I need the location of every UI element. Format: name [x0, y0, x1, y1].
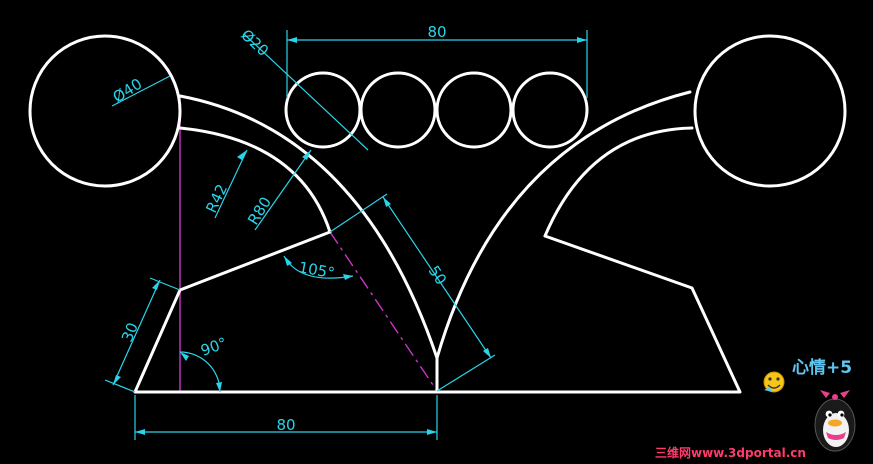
diagonal-centerline: [329, 231, 438, 392]
right-base-outline: [435, 234, 742, 394]
left-arm-outer-arc: [178, 94, 439, 360]
dim-30-label: 30: [118, 320, 142, 344]
right-arm-outer-arc: [435, 90, 692, 360]
small-circle-3: [435, 71, 513, 149]
left-large-circle: [28, 34, 182, 188]
mood-badge: 心情+5: [763, 357, 852, 393]
small-circle-4: [511, 71, 589, 149]
dim-angle-90-label: 90°: [198, 334, 229, 360]
dimension-large-circle: Ø40: [110, 75, 171, 107]
dim-large-circle-label: Ø40: [110, 75, 146, 107]
dimension-angle-105: 105°: [283, 255, 354, 282]
small-circle-2: [359, 71, 437, 149]
mood-text: 心情+5: [792, 357, 852, 378]
dim-angle-105-label: 105°: [297, 258, 336, 282]
dim-r80-label: R80: [244, 194, 275, 229]
left-arm-inner-arc: [178, 126, 332, 234]
watermark: 三维网www.3dportal.cn: [655, 445, 806, 460]
dimension-r42: R42: [202, 149, 248, 219]
watermark-text: 三维网www.3dportal.cn: [655, 445, 806, 460]
dim-50-label: 50: [425, 262, 450, 288]
part-outline: [28, 34, 847, 394]
dim-bottom-80-label: 80: [276, 416, 295, 434]
right-arm-inner-arc: [543, 126, 694, 238]
left-base-outline: [133, 230, 439, 394]
dimension-small-circle: Ø20: [237, 26, 369, 151]
dimension-30: 30: [104, 277, 181, 393]
dim-r42-label: R42: [202, 181, 231, 215]
dimension-angle-90: 90°: [179, 334, 229, 393]
dimension-bottom-80: 80: [134, 395, 438, 440]
dim-top-80-label: 80: [427, 23, 446, 41]
dimension-r80: R80: [244, 149, 312, 231]
dimension-top-80: 80: [286, 23, 588, 98]
smiley-icon: [763, 371, 785, 393]
penguin-mascot-icon: [814, 390, 856, 452]
right-large-circle: [693, 34, 847, 188]
